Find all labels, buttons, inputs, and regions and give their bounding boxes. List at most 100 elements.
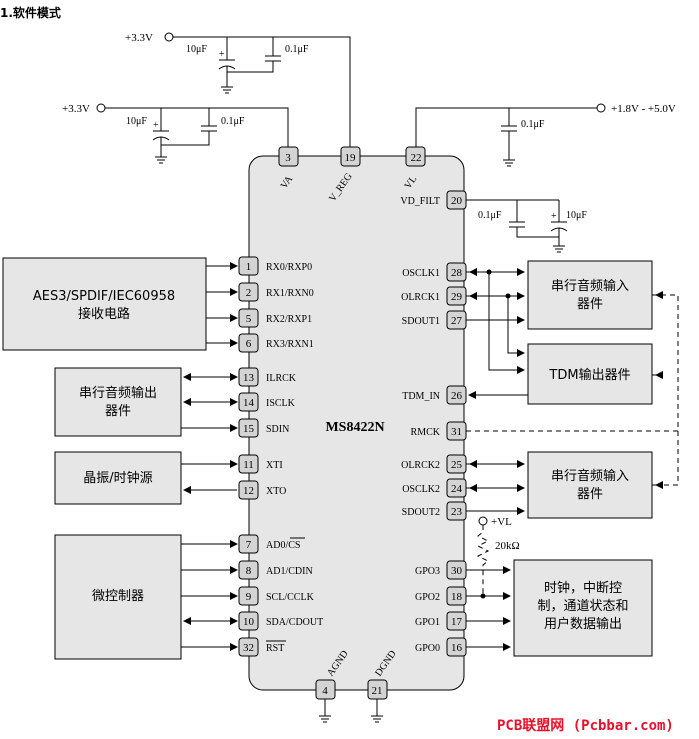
svg-text:串行音频输出: 串行音频输出 [79,385,157,401]
pin-number: 29 [451,291,463,303]
svg-text:0.1μF: 0.1μF [285,44,309,55]
pin-label: RMCK [411,427,441,438]
pin-number: 13 [243,372,255,384]
pin-number: 28 [451,267,463,279]
svg-text:3: 3 [285,152,291,164]
pin-number: 6 [246,338,252,350]
svg-text:制，通道状态和: 制，通道状态和 [537,599,628,614]
mcu-block: 微控制器 [54,534,182,660]
pin-label: SDOUT2 [402,507,440,518]
pin-number: 9 [246,591,252,603]
pin-label: SDOUT1 [402,316,440,327]
pin-6: 6 RX3/RXN1 [238,333,314,353]
pin-number: 31 [451,426,462,438]
pin-label: GPO3 [415,566,440,577]
pin-number: 8 [246,565,252,577]
svg-text:器件: 器件 [105,404,131,419]
pin-label: OSCLK2 [402,484,440,495]
svg-text:19: 19 [345,152,357,164]
supply-2: +3.3V + 10μF 0.1μF [62,103,289,164]
aes-receiver-block: AES3/SPDIF/IEC60958 接收电路 [2,257,207,351]
pin-number: 10 [243,616,255,628]
pin-label: ILRCK [266,373,297,384]
right-wires [466,268,679,651]
tdm-output-block: TDM输出器件 [527,343,653,405]
pin-label: XTI [266,460,283,471]
pin-label: AD0/CS [266,540,300,551]
pin-number: 12 [243,485,254,497]
pin-number: 14 [243,397,255,409]
pin-label: RX3/RXN1 [266,339,314,350]
supply-3: +1.8V - +5.0V 0.1μF [415,103,676,167]
pin-number: 5 [246,313,252,325]
pin-number: 27 [451,315,463,327]
svg-text:+3.3V: +3.3V [62,103,90,115]
pin-9: 9 SCL/CCLK [238,586,315,606]
svg-text:器件: 器件 [577,487,603,502]
pin-label: OLRCK2 [401,460,440,471]
pin-23: 23 SDOUT2 [402,501,467,521]
pin-number: 25 [451,459,463,471]
svg-text:0.1μF: 0.1μF [221,116,245,127]
cap-1a: + 10μF [186,37,236,94]
page-title: 1.软件模式 [0,5,61,20]
pin-label: OSCLK1 [402,268,440,279]
resistor-label: 20kΩ [495,540,520,552]
pin-label: SCL/CCLK [266,592,315,603]
svg-text:+: + [153,120,159,131]
svg-text:+3.3V: +3.3V [125,32,153,44]
svg-text:AES3/SPDIF/IEC60958: AES3/SPDIF/IEC60958 [33,289,175,304]
svg-text:10μF: 10μF [126,116,147,127]
left-wires [181,262,238,651]
svg-text:微控制器: 微控制器 [92,589,144,604]
chip-name: MS8422N [325,420,384,435]
serial-audio-input-block-1: 串行音频输入 器件 [527,260,653,330]
pin-label: RX2/RXP1 [266,314,312,325]
svg-text:TDM输出器件: TDM输出器件 [548,367,630,383]
pin-30: 30 GPO3 [415,560,467,580]
vdfilt-network: + 0.1μF 10μF [465,199,587,253]
pin-number: 23 [451,506,463,518]
pin-number: 1 [246,261,252,273]
pin-7: 7 AD0/CS [238,534,305,554]
pin-label: AD1/CDIN [266,566,313,577]
pin-number: 11 [243,459,254,471]
svg-text:晶振/时钟源: 晶振/时钟源 [83,470,152,486]
svg-text:0.1μF: 0.1μF [521,119,545,130]
pin-number: 15 [243,423,255,435]
serial-audio-input-block-2: 串行音频输入 器件 [527,451,653,519]
pin-label: TDM_IN [402,391,440,402]
svg-text:串行音频输入: 串行音频输入 [551,468,629,484]
pin-5: 5 RX2/RXP1 [238,308,312,328]
svg-text:+: + [219,49,225,60]
pin-8: 8 AD1/CDIN [238,560,313,580]
pin-number: 20 [451,195,463,207]
vl-label: +VL [491,516,512,528]
svg-text:21: 21 [372,685,383,697]
pin-number: 7 [246,539,252,551]
svg-text:用户数据输出: 用户数据输出 [544,616,622,632]
pin-number: 26 [451,390,463,402]
cap-2a: + 10μF [126,108,170,164]
svg-text:器件: 器件 [577,297,603,312]
pin-label: GPO2 [415,592,440,603]
pin-number: 18 [451,591,463,603]
svg-text:接收电路: 接收电路 [78,306,130,322]
watermark: PCB联盟网 (Pcbbar.com) [497,718,674,734]
pin-label: SDIN [266,424,289,435]
pin-number: 30 [451,565,463,577]
status-output-block: 时钟，中断控 制，通道状态和 用户数据输出 [513,559,653,657]
pin-label: GPO1 [415,617,440,628]
crystal-block: 晶振/时钟源 [54,451,182,505]
pin-label: XTO [266,486,286,497]
svg-text:时钟，中断控: 时钟，中断控 [544,580,622,596]
pin-11: 11 XTI [238,454,283,474]
